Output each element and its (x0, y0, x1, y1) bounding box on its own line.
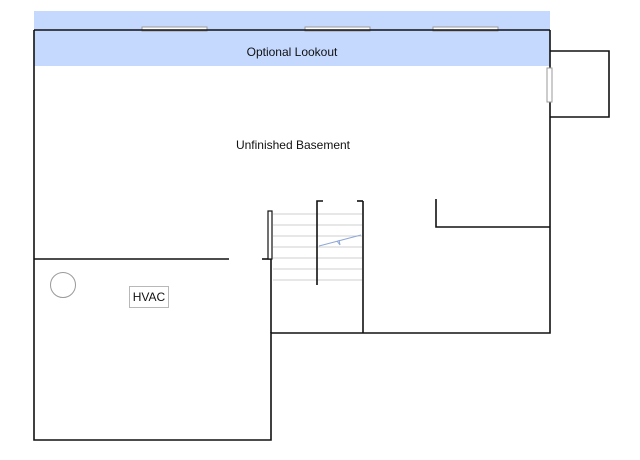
basement-label: Unfinished Basement (236, 138, 351, 152)
interior-walls (34, 199, 550, 333)
egress-well (546, 50, 610, 118)
window-3 (432, 26, 499, 32)
left-outer-wall (33, 30, 551, 441)
hvac-label: HVAC (129, 286, 169, 308)
water-heater-icon (50, 272, 76, 298)
exterior-walls (33, 29, 551, 441)
window-2 (304, 26, 371, 32)
closet-wall (435, 199, 550, 228)
staircase (273, 200, 363, 285)
egress-well-wall (550, 50, 610, 118)
window-1 (141, 26, 208, 32)
egress-window (546, 67, 553, 103)
stair-door (267, 210, 273, 260)
lookout-label: Optional Lookout (247, 45, 338, 59)
top-windows (141, 26, 499, 32)
stair-rail-left (316, 200, 323, 285)
lookout-area (34, 11, 550, 66)
stair-direction-arrow-icon (318, 234, 362, 247)
